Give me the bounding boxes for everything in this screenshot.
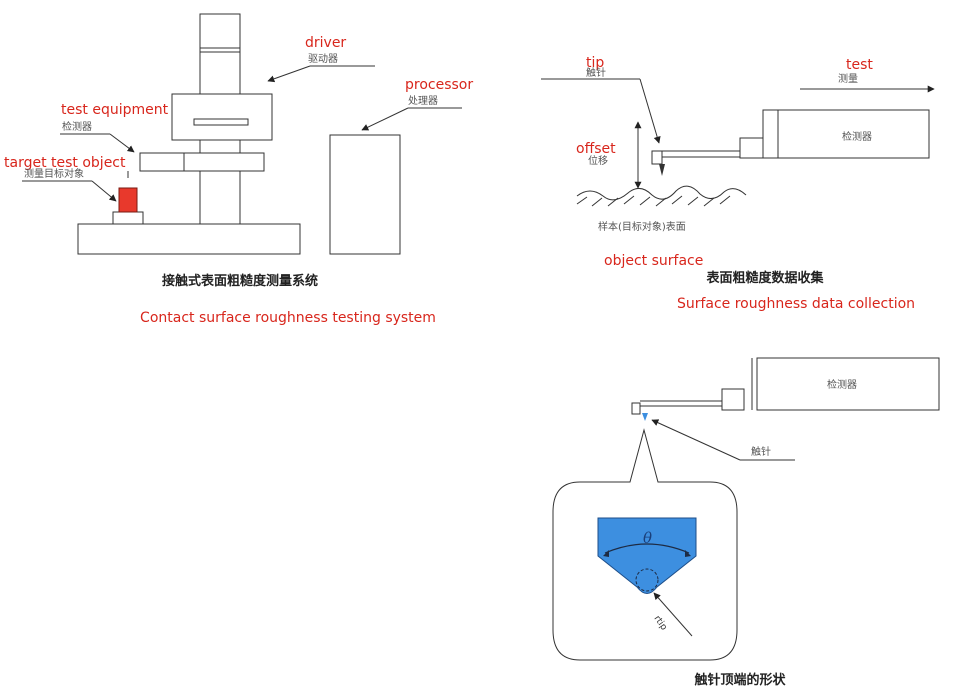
test-equipment-label-cn: 检测器 bbox=[62, 120, 92, 133]
tip-label-cn: 触针 bbox=[586, 66, 606, 79]
collection-caption-cn: 表面粗糙度数据收集 bbox=[705, 270, 824, 286]
detector-body bbox=[762, 109, 930, 159]
contact-caption-cn: 接触式表面粗糙度测量系统 bbox=[162, 273, 318, 289]
offset-label-en: offset bbox=[576, 141, 616, 157]
surface-label-en: object surface bbox=[604, 253, 703, 269]
contact-caption-en: Contact surface roughness testing system bbox=[140, 310, 436, 326]
detector-body-2 bbox=[756, 357, 940, 411]
offset-label-cn: 位移 bbox=[588, 154, 608, 167]
theta-label: θ bbox=[643, 529, 652, 547]
tip-caption-cn: 触针顶端的形状 bbox=[693, 672, 786, 688]
data-collection-panel: tip 触针 test 测量 检测器 offset 位移 样本(目标对象)表面 … bbox=[541, 55, 935, 312]
tip-shape-panel: 触针 检测器 θ rtip 触针顶端的形状 bbox=[552, 357, 940, 688]
base-plate bbox=[77, 223, 301, 255]
detector-arm bbox=[139, 152, 265, 172]
processor-label-cn: 处理器 bbox=[408, 95, 438, 107]
tip-label-cn-2: 触针 bbox=[751, 445, 771, 458]
target-label-cn: 测量目标对象 bbox=[24, 167, 84, 180]
driver-label-cn: 驱动器 bbox=[308, 53, 338, 65]
detector-label-cn: 检测器 bbox=[842, 130, 872, 143]
stage bbox=[112, 211, 144, 225]
collection-caption-en: Surface roughness data collection bbox=[677, 296, 915, 312]
surface-label-cn: 样本(目标对象)表面 bbox=[598, 220, 686, 233]
test-label-en: test bbox=[846, 57, 873, 73]
target-object bbox=[118, 187, 138, 213]
driver-head bbox=[171, 93, 273, 141]
processor-box bbox=[329, 134, 401, 255]
driver-slot bbox=[193, 118, 249, 126]
detector-label-cn-2: 检测器 bbox=[827, 378, 857, 391]
test-equipment-label-en: test equipment bbox=[61, 102, 169, 118]
contact-system-panel: driver 驱动器 processor 处理器 test equipment … bbox=[4, 13, 473, 326]
stylus-tip-shape bbox=[597, 517, 697, 594]
processor-label-en: processor bbox=[405, 77, 473, 93]
target-label-en: target test object bbox=[4, 155, 126, 171]
driver-label-en: driver bbox=[305, 35, 346, 51]
test-label-cn: 测量 bbox=[838, 72, 858, 85]
tip-label-en: tip bbox=[586, 55, 604, 71]
